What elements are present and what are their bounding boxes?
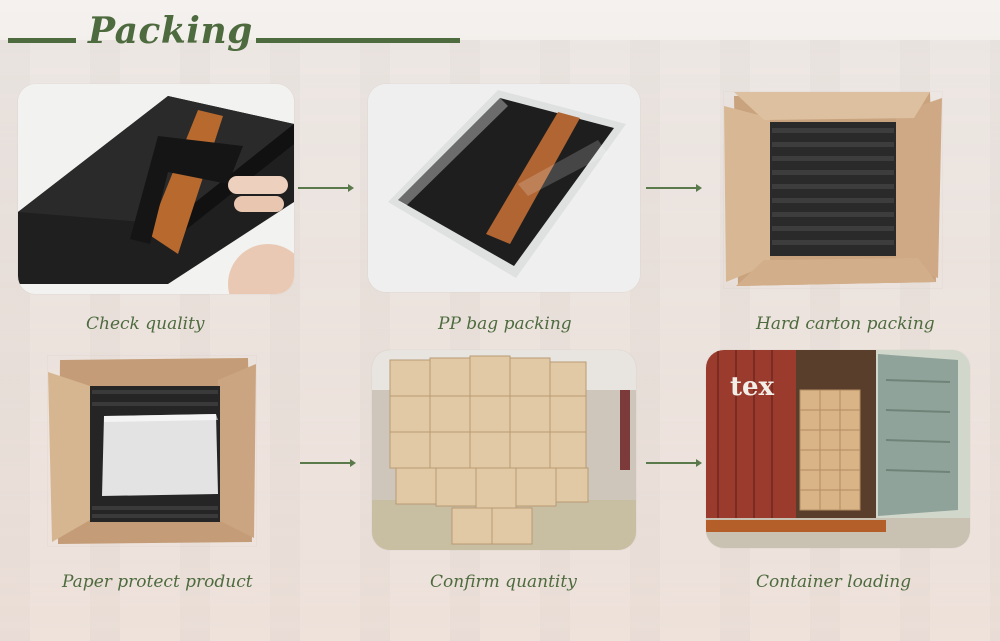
arrow-right-icon: [298, 184, 354, 192]
photo-paper-protect-product: [48, 356, 256, 546]
title-rule-right: [256, 38, 460, 43]
caption-container-loading: Container loading: [756, 572, 912, 592]
photo-container-loading: tex: [706, 350, 970, 548]
caption-confirm-quantity: Confirm quantity: [430, 572, 577, 592]
arrow-right-icon: [646, 459, 702, 467]
container-logo: tex: [730, 372, 775, 402]
photo-pp-bag-packing: [368, 84, 640, 292]
arrow-right-icon: [300, 459, 356, 467]
photo-hard-carton-packing: [724, 92, 942, 288]
photo-confirm-quantity: [372, 350, 636, 550]
caption-hard-carton-packing: Hard carton packing: [756, 314, 935, 334]
title-rule-left: [8, 38, 76, 43]
caption-paper-protect-product: Paper protect product: [62, 572, 253, 592]
arrow-right-icon: [646, 184, 702, 192]
caption-pp-bag-packing: PP bag packing: [438, 314, 572, 334]
page-title: Packing: [88, 10, 253, 52]
caption-check-quality: Check quality: [86, 314, 205, 334]
section-header: Packing: [0, 0, 1000, 70]
photo-check-quality: [18, 84, 294, 294]
